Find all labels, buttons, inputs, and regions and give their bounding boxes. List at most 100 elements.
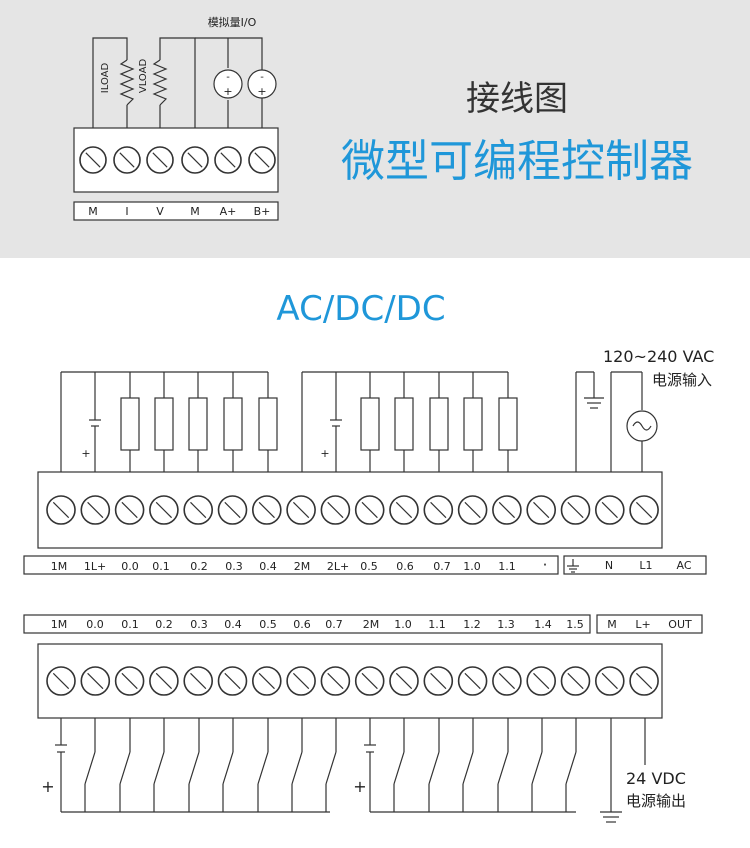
- screw-slot: [327, 672, 344, 690]
- screw-slot: [533, 501, 550, 519]
- screw-slot: [155, 501, 173, 519]
- output-terminal-label: 2L+: [327, 560, 349, 573]
- switch-contact: [393, 751, 405, 785]
- output-terminal-label: 0.0: [121, 560, 139, 573]
- output-label-strip: [23, 555, 559, 575]
- screw-slot: [224, 672, 241, 690]
- plus-sign: +: [320, 447, 329, 460]
- polarity-plus: +: [257, 85, 266, 98]
- input-terminal-label: 1.3: [497, 618, 515, 631]
- vload-resistor: [152, 59, 168, 106]
- switch-contact: [462, 751, 474, 785]
- output-terminal-label: 0.6: [396, 560, 414, 573]
- screw-slot: [601, 501, 618, 519]
- output-terminal-label: 2M: [294, 560, 311, 573]
- analog-terminal-label: B+: [254, 205, 271, 218]
- screw-slot: [464, 501, 481, 519]
- input-terminal-label: 0.1: [121, 618, 139, 631]
- switch-contact: [222, 751, 234, 785]
- screw-slot: [292, 501, 310, 519]
- dc-voltage: 24 VDC: [626, 769, 686, 788]
- plus-sign: +: [41, 777, 54, 796]
- power-terminal-ac: AC: [676, 559, 691, 572]
- analog-terminal-label: A+: [220, 205, 237, 218]
- screw-slot: [85, 152, 101, 168]
- load-resistor: [394, 397, 414, 451]
- load-resistor: [188, 397, 208, 451]
- output-terminal-label: 0.4: [259, 560, 277, 573]
- vload-label: VLOAD: [138, 59, 149, 94]
- switch-contact: [428, 751, 440, 785]
- iload-resistor: [119, 59, 135, 106]
- screw-slot: [87, 501, 104, 519]
- switch-contact: [153, 751, 165, 785]
- input-terminal-label: 1M: [51, 618, 68, 631]
- supply-label: 电源输入: [652, 371, 712, 389]
- power-terminal-out: OUT: [668, 618, 692, 631]
- output-terminal-label: 0.3: [225, 560, 243, 573]
- analog-io-label: 模拟量I/O: [208, 15, 257, 29]
- input-terminal-label: 1.0: [394, 618, 412, 631]
- output-terminal-label: 0.5: [360, 560, 378, 573]
- input-power-label-strip: [596, 614, 703, 634]
- ground-icon: [567, 559, 579, 573]
- wire: [92, 37, 128, 128]
- screw-slot: [87, 672, 104, 690]
- screw-slot: [258, 501, 275, 519]
- input-terminal-label: 0.3: [190, 618, 208, 631]
- screw-slot: [187, 152, 203, 168]
- screw-slot: [430, 501, 447, 519]
- plus-sign: +: [353, 777, 366, 796]
- screw-slot: [567, 672, 584, 690]
- load-resistor: [258, 397, 278, 451]
- source-circle: [213, 69, 243, 99]
- load-resistor: [223, 397, 243, 451]
- polarity-minus: -: [260, 72, 264, 83]
- input-terminal-label: 0.4: [224, 618, 242, 631]
- input-terminal-label: 1.5: [566, 618, 584, 631]
- page-subtitle: 接线图: [466, 79, 568, 119]
- input-terminal-label: 2M: [363, 618, 380, 631]
- output-terminal-label: 1L+: [84, 560, 106, 573]
- analog-label-strip: [73, 201, 279, 221]
- output-terminal-label: 0.1: [152, 560, 170, 573]
- output-terminal-label: 1.0: [463, 560, 481, 573]
- switch-contact: [84, 751, 96, 785]
- output-terminal-label: 1.1: [498, 560, 516, 573]
- polarity-minus: -: [226, 72, 230, 83]
- analog-terminal-label: I: [125, 205, 128, 218]
- input-terminal-label: 1.1: [428, 618, 446, 631]
- screw-slot: [498, 672, 516, 690]
- input-terminal-label: 0.2: [155, 618, 173, 631]
- screw-slot: [190, 672, 207, 690]
- output-terminal-label: 0.2: [190, 560, 208, 573]
- separator-dot: ·: [543, 556, 548, 574]
- screw-slot: [155, 672, 173, 690]
- switch-contact: [565, 751, 577, 785]
- load-resistor: [463, 397, 483, 451]
- load-resistor: [429, 397, 449, 451]
- screw-slot: [152, 152, 168, 168]
- screw-slot: [498, 501, 516, 519]
- power-terminal-n: N: [605, 559, 613, 572]
- plus-sign: +: [81, 447, 90, 460]
- switch-contact: [531, 751, 543, 785]
- load-resistor: [154, 397, 174, 451]
- power-terminal-m: M: [607, 618, 617, 631]
- output-terminal-label: 1M: [51, 560, 68, 573]
- output-terminal-label: 0.7: [433, 560, 451, 573]
- power-terminal-l1: L1: [639, 559, 652, 572]
- switch-contact: [497, 751, 509, 785]
- output-wiring: + + 1M 1L+ 0.0 0.1 0.2 0.3 0.4 2M 2L+ 0.5 0.6 0.7 1.0…: [23, 347, 714, 575]
- input-terminal-label: 1.4: [534, 618, 552, 631]
- input-label-strip: [23, 614, 591, 634]
- screw-slot: [361, 672, 378, 690]
- screw-slot: [430, 672, 447, 690]
- analog-terminal-label: V: [156, 205, 164, 218]
- screw-slot: [635, 501, 653, 519]
- section-title: AC/DC/DC: [276, 289, 445, 329]
- screw-slot: [121, 501, 138, 519]
- screw-slot: [601, 672, 618, 690]
